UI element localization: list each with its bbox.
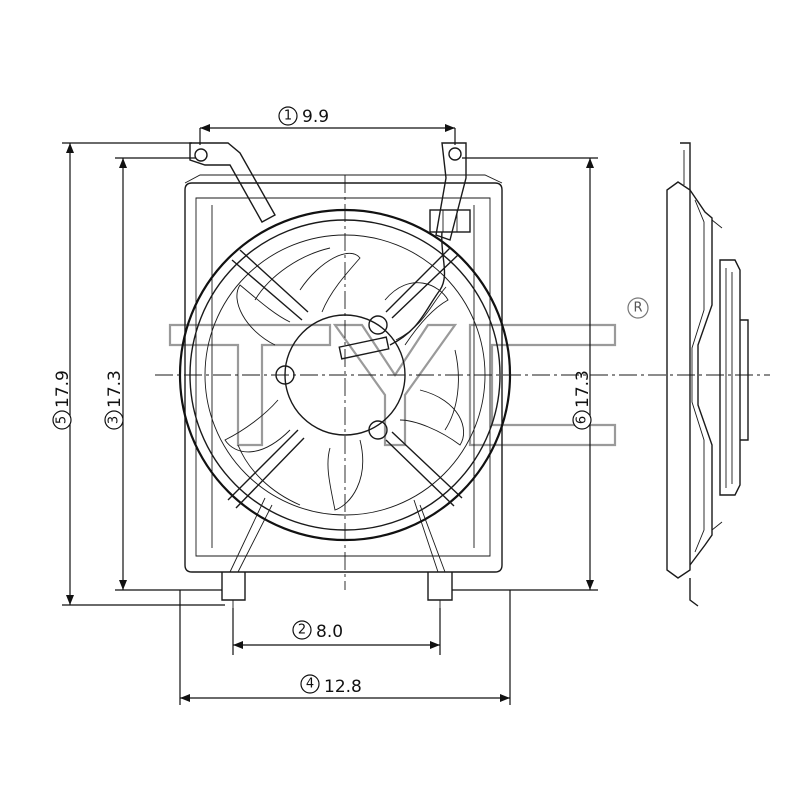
dimension-3: 3 17.3 <box>104 157 222 591</box>
center-lines <box>155 175 770 590</box>
dimension-6-value: 17.3 <box>573 370 593 408</box>
dimension-1-value: 9.9 <box>302 107 329 127</box>
shroud-front-view <box>184 142 503 608</box>
dimension-2-value: 8.0 <box>316 622 343 642</box>
dimension-2-marker <box>292 620 312 640</box>
dimension-6: 6 17.3 <box>452 157 598 591</box>
dimension-3-value: 17.3 <box>105 370 125 408</box>
dimension-4-id: 4 <box>306 677 314 692</box>
motor-hub-and-struts <box>227 247 463 509</box>
dimension-6-id: 6 <box>575 416 590 424</box>
dimension-1-id: 1 <box>284 109 292 124</box>
dimension-4: 4 12.8 <box>179 590 511 705</box>
dimension-1-marker <box>278 106 298 126</box>
dimension-2: 2 8.0 <box>232 608 441 655</box>
dimension-2-id: 2 <box>298 623 306 638</box>
dimension-5-id: 5 <box>55 416 70 424</box>
side-view <box>666 142 749 607</box>
fan-blades <box>224 247 464 511</box>
wiring-connector <box>389 209 471 346</box>
dimension-5-marker <box>52 410 72 430</box>
dimension-4-value: 12.8 <box>324 677 362 697</box>
dimension-5-value: 17.9 <box>53 370 73 408</box>
dimension-6-marker <box>572 410 592 430</box>
dimension-5: 5 17.9 <box>52 142 225 606</box>
registered-mark: R <box>633 301 642 316</box>
dimension-3-marker <box>104 410 124 430</box>
dimension-1: 1 9.9 <box>199 106 456 145</box>
dimension-4-marker <box>300 674 320 694</box>
dimension-3-id: 3 <box>107 416 122 424</box>
